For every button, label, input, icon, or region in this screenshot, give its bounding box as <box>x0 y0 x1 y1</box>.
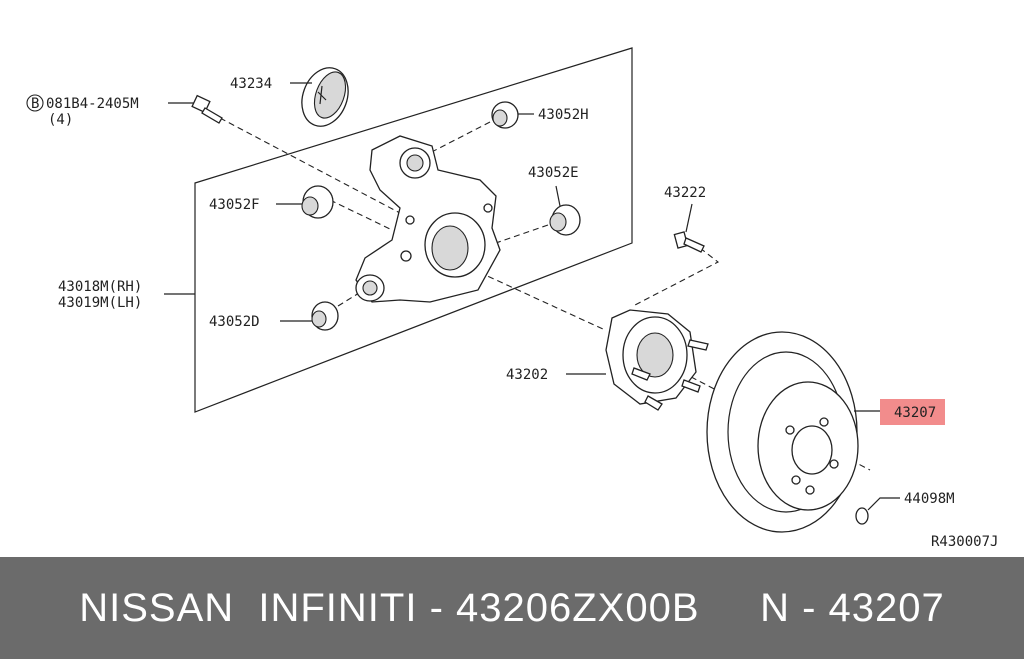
bush-d-label: 43052D <box>209 314 260 330</box>
stud-leader <box>634 247 720 306</box>
assembly-frame <box>194 47 633 413</box>
bolt-prefix: B <box>31 96 39 112</box>
bolt-part <box>191 94 223 124</box>
stud-label-leader <box>685 203 693 233</box>
hub-label: 43202 <box>506 367 548 383</box>
stud-label: 43222 <box>664 185 706 201</box>
bushing-d-part <box>311 301 339 331</box>
parts-diagram: B 081B4-2405M (4) 43234 43052H 43052E 43… <box>26 47 998 550</box>
bushing-e-part <box>549 204 581 236</box>
screw-label: 44098M <box>904 491 955 507</box>
bushing-h-part <box>491 101 519 129</box>
footer-text: NISSAN INFINITI - 43206ZX00B N - 43207 <box>79 585 945 630</box>
bush-e-leader <box>489 224 549 246</box>
footer-banner: NISSAN INFINITI - 43206ZX00B N - 43207 <box>0 557 1024 659</box>
bush-e-label-leader <box>555 185 561 207</box>
bushing-f-part <box>301 185 334 219</box>
stud-part <box>673 231 705 253</box>
knuckle-lh-label: 43019M(LH) <box>58 295 142 311</box>
cap-part <box>301 67 349 127</box>
knuckle-rh-label: 43018M(RH) <box>58 279 142 295</box>
hub-part <box>605 309 709 411</box>
bush-f-leader <box>329 199 393 231</box>
knuckle-part <box>355 135 501 303</box>
bolt-prefix-circle <box>26 94 44 112</box>
hub-leader <box>469 267 606 331</box>
cap-label: 43234 <box>230 76 272 92</box>
screw-part <box>855 507 869 525</box>
bolt-leader <box>219 117 401 214</box>
bolt-label: 081B4-2405M <box>46 96 139 112</box>
rotor-label-highlight <box>880 399 945 425</box>
bush-h-label: 43052H <box>538 107 589 123</box>
rotor-label: 43207 <box>894 405 936 421</box>
screw-label-leader <box>867 497 900 511</box>
bush-f-label: 43052F <box>209 197 260 213</box>
bush-e-label: 43052E <box>528 165 579 181</box>
reference-code: R430007J <box>931 534 998 550</box>
rotor-part <box>706 331 859 533</box>
bolt-qty-label: (4) <box>48 112 73 128</box>
